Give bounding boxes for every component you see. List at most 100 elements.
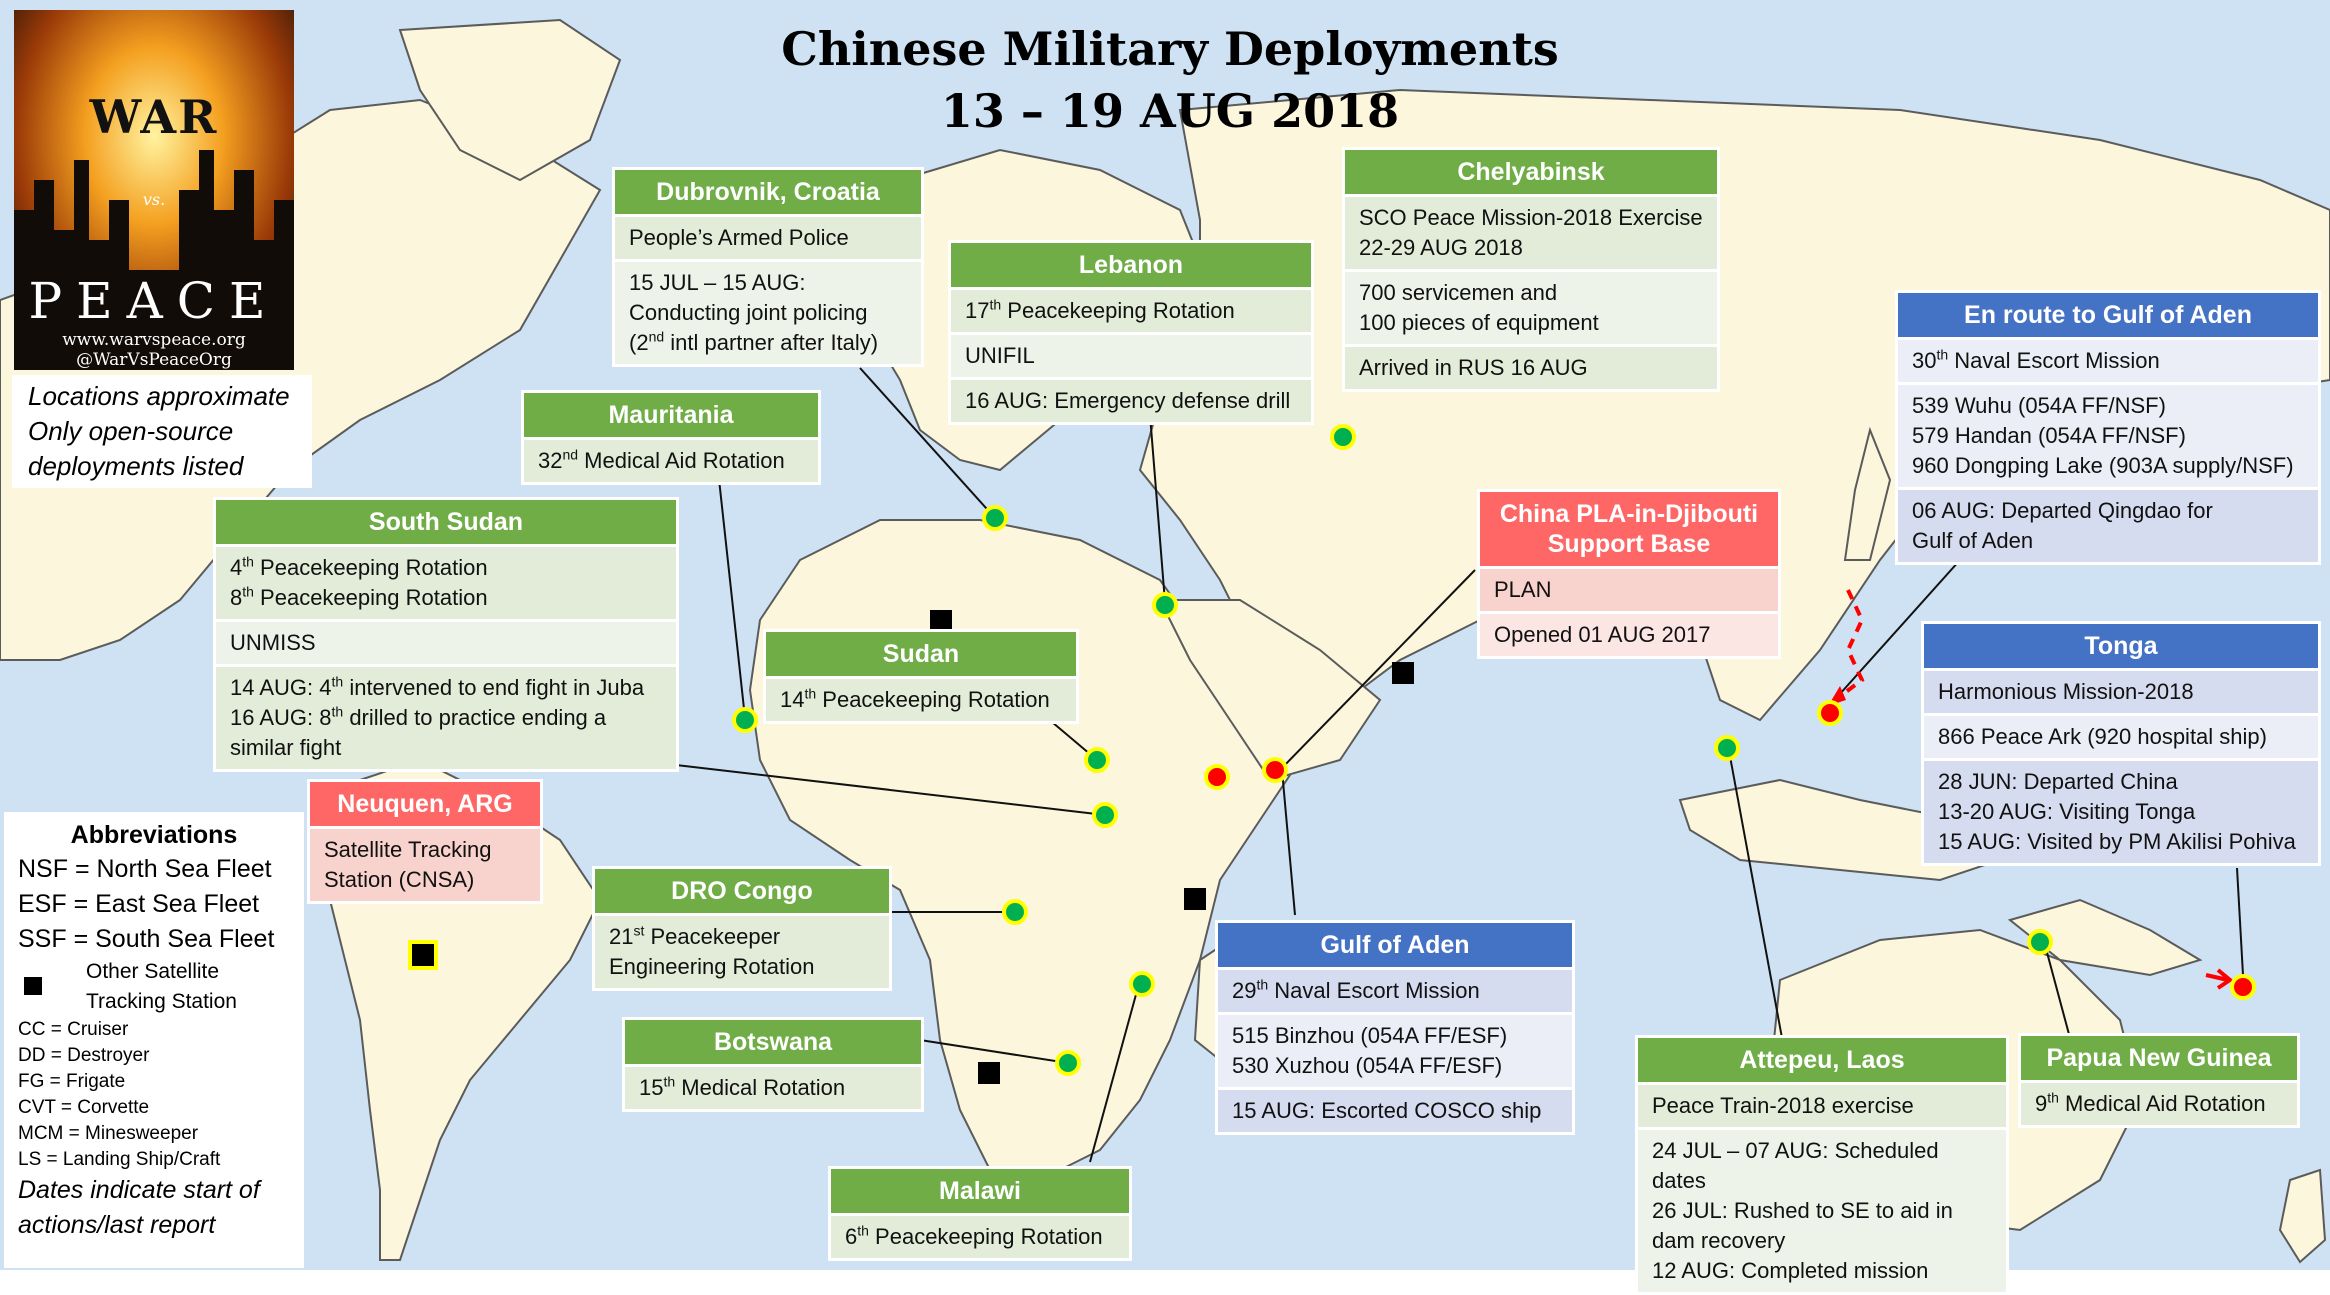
text-part: 14 <box>780 687 805 712</box>
abbr-cc: CC = Cruiser <box>18 1019 129 1040</box>
logo-website: www.warvspeace.org <box>62 330 246 350</box>
box-header: China PLA-in-Djibouti Support Base <box>1480 492 1778 566</box>
box-neuquen: Neuquen, ARG Satellite Tracking Station … <box>307 779 543 904</box>
marker-png <box>2027 929 2053 955</box>
box-row: 16 AUG: Emergency defense drill <box>951 377 1311 422</box>
abbr-fg: FG = Frigate <box>18 1071 126 1092</box>
text-part: 8 <box>230 585 243 610</box>
box-row: 515 Binzhou (054A FF/ESF) 530 Xuzhou (05… <box>1218 1012 1572 1087</box>
box-line: 13-20 AUG: Visiting Tonga <box>1938 799 2196 824</box>
logo-war-text: WAR <box>89 90 219 144</box>
text-part: 6 <box>845 1224 858 1249</box>
route-dashes <box>1833 589 1865 702</box>
abbr-mcm: MCM = Minesweeper <box>18 1123 199 1144</box>
box-header: Attepeu, Laos <box>1638 1038 2006 1082</box>
note-line: Only open-source <box>28 416 234 446</box>
superscript: th <box>2047 1089 2059 1106</box>
note-line: deployments listed <box>28 451 244 481</box>
satellite-station-kenya <box>1184 888 1206 910</box>
abbr-satellite-2: Tracking Station <box>86 990 237 1013</box>
text-part: 14 AUG: 4 <box>230 675 332 700</box>
box-header: Papua New Guinea <box>2021 1036 2297 1080</box>
box-row: 32nd Medical Aid Rotation <box>524 437 818 482</box>
box-header: Sudan <box>766 632 1076 676</box>
marker-gulf-of-aden <box>1262 757 1288 783</box>
text-part: 16 AUG: 8 <box>230 705 332 730</box>
box-line: 539 Wuhu (054A FF/NSF) <box>1912 393 2166 418</box>
box-header-line: China PLA-in-Djibouti <box>1499 500 1759 528</box>
text-part: Naval Escort Mission <box>1948 348 2160 373</box>
box-line: 06 AUG: Departed Qingdao for <box>1912 498 2213 523</box>
box-row: 24 JUL – 07 AUG: Scheduled dates 26 JUL:… <box>1638 1127 2006 1292</box>
box-row: 15 JUL – 15 AUG: Conducting joint polici… <box>615 259 921 364</box>
box-row: People’s Armed Police <box>615 214 921 259</box>
box-lebanon: Lebanon 17th Peacekeeping Rotation UNIFI… <box>948 240 1314 425</box>
box-row: 15 AUG: Escorted COSCO ship <box>1218 1087 1572 1132</box>
box-dro-congo: DRO Congo 21st Peacekeeper Engineering R… <box>592 866 892 991</box>
text-part: Peacekeeping Rotation <box>1001 298 1235 323</box>
box-line: 530 Xuzhou (054A FF/ESF) <box>1232 1053 1503 1078</box>
box-row: SCO Peace Mission-2018 Exercise 22-29 AU… <box>1345 194 1717 269</box>
superscript: th <box>331 673 344 690</box>
abbreviations-heading: Abbreviations <box>70 821 238 849</box>
box-sudan: Sudan 14th Peacekeeping Rotation <box>763 629 1079 724</box>
text-part: 29 <box>1232 978 1257 1003</box>
box-row: 21st Peacekeeper Engineering Rotation <box>595 913 889 988</box>
text-part: Peacekeeping Rotation <box>868 1224 1103 1249</box>
box-line: 8th Peacekeeping Rotation <box>230 583 662 613</box>
box-line: SCO Peace Mission-2018 Exercise <box>1359 205 1703 230</box>
box-gulf-of-aden: Gulf of Aden 29th Naval Escort Mission 5… <box>1215 920 1575 1135</box>
box-line: 15 JUL – 15 AUG: <box>629 270 806 295</box>
box-row: 30th Naval Escort Mission <box>1898 337 2318 382</box>
satellite-station-algeria <box>930 610 952 632</box>
satellite-station-icon <box>24 977 42 995</box>
marker-laos <box>1714 735 1740 761</box>
marker-south-sudan <box>1092 802 1118 828</box>
text-part: Peacekeeping Rotation <box>816 687 1050 712</box>
text-part: intervened to end fight in Juba <box>343 675 645 700</box>
box-line: Station (CNSA) <box>324 867 475 892</box>
box-row: Harmonious Mission-2018 <box>1924 668 2318 713</box>
marker-lebanon <box>1152 592 1178 618</box>
box-row: 700 servicemen and 100 pieces of equipme… <box>1345 269 1717 344</box>
war-vs-peace-logo: WAR vs. PEACE www.warvspeace.org @WarVsP… <box>14 10 294 370</box>
marker-djibouti <box>1204 764 1230 790</box>
box-row: 29th Naval Escort Mission <box>1218 967 1572 1012</box>
text-part: 15 <box>639 1075 664 1100</box>
abbreviations-legend: Abbreviations NSF = North Sea Fleet ESF … <box>4 812 304 1268</box>
text-part: 9 <box>2035 1091 2048 1116</box>
box-line: similar fight <box>230 735 342 760</box>
box-row: 9th Medical Aid Rotation <box>2021 1080 2297 1125</box>
box-row: 539 Wuhu (054A FF/NSF) 579 Handan (054A … <box>1898 382 2318 487</box>
logo-peace-text: PEACE <box>28 272 280 330</box>
box-header: Mauritania <box>524 393 818 437</box>
superscript: nd <box>648 328 665 345</box>
box-row: 4th Peacekeeping Rotation 8th Peacekeepi… <box>216 544 676 619</box>
superscript: th <box>663 1073 676 1090</box>
abbr-satellite-1: Other Satellite <box>86 960 220 983</box>
logo-vs-text: vs. <box>142 190 166 209</box>
new-zealand-land <box>2278 1168 2327 1264</box>
box-line: 21st Peacekeeper <box>609 922 875 952</box>
japan-land <box>1843 426 1892 561</box>
text-part: Medical Rotation <box>675 1075 846 1100</box>
text-part: intl partner after Italy) <box>664 330 879 355</box>
location-markers <box>732 424 2256 1076</box>
box-line: 15 AUG: Visited by PM Akilisi Pohiva <box>1938 829 2296 854</box>
box-line: 14 AUG: 4th intervened to end fight in J… <box>230 673 662 703</box>
box-dubrovnik: Dubrovnik, Croatia People’s Armed Police… <box>612 167 924 367</box>
text-part: Medical Aid Rotation <box>578 448 785 473</box>
title-line-2: 13 – 19 AUG 2018 <box>940 84 1400 138</box>
box-row: 17th Peacekeeping Rotation <box>951 287 1311 332</box>
marker-mauritania <box>732 707 758 733</box>
superscript: th <box>242 583 254 600</box>
text-part: 21 <box>609 924 634 949</box>
box-line: Conducting joint policing <box>629 300 868 325</box>
box-line: 22-29 AUG 2018 <box>1359 235 1523 260</box>
marker-enroute <box>1817 700 1843 726</box>
box-attepeu-laos: Attepeu, Laos Peace Train-2018 exercise … <box>1635 1035 2009 1295</box>
box-malawi: Malawi 6th Peacekeeping Rotation <box>828 1166 1132 1261</box>
box-row: 06 AUG: Departed Qingdao for Gulf of Ade… <box>1898 487 2318 562</box>
box-header: Lebanon <box>951 243 1311 287</box>
